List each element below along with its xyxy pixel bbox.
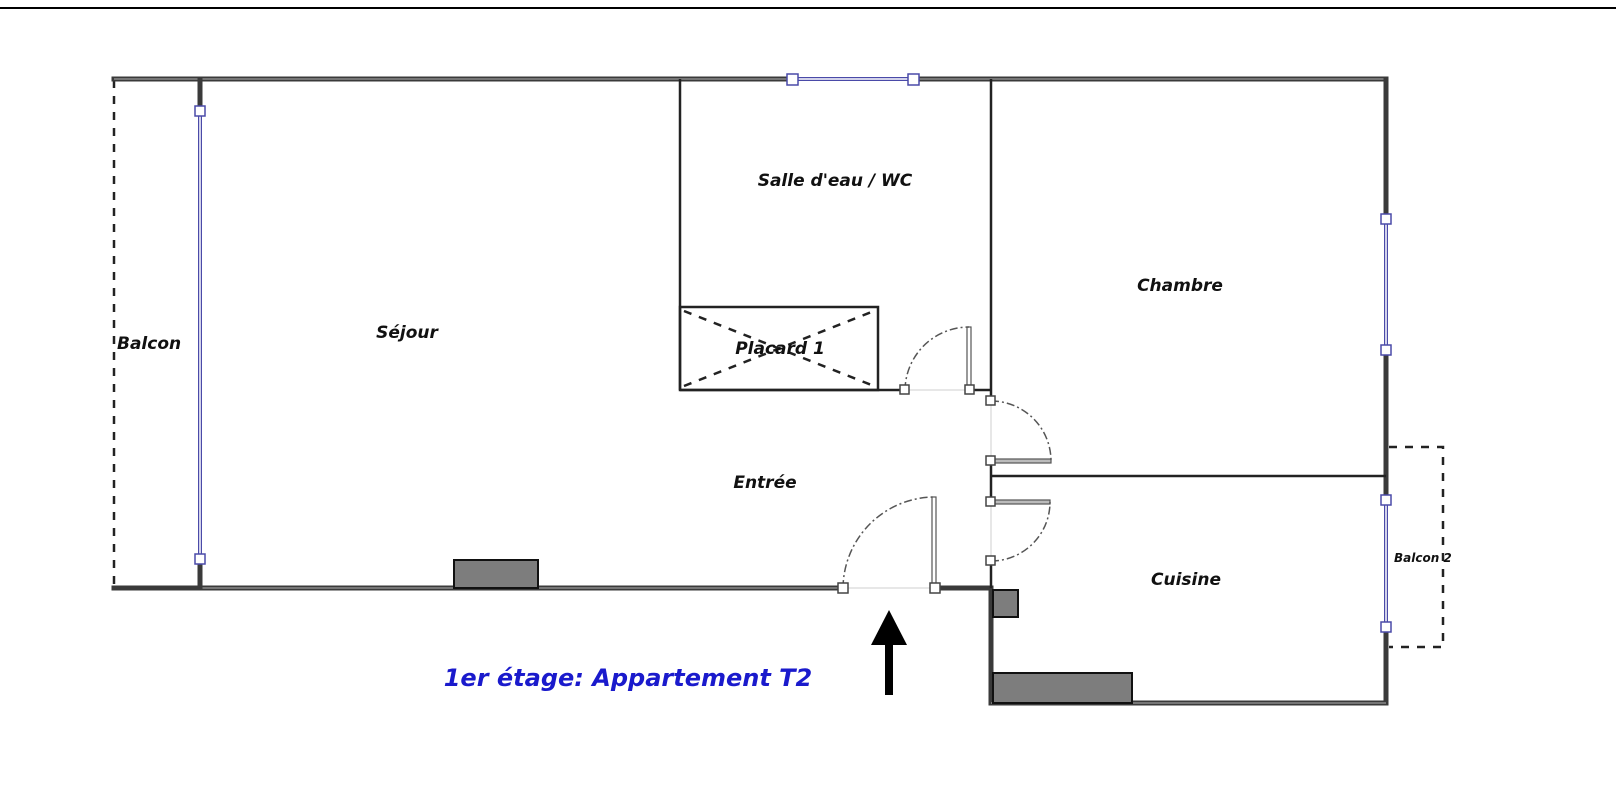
- label-balcon: Balcon: [117, 334, 181, 354]
- door-salle-eau: [899, 326, 975, 395]
- label-salle-eau: Salle d'eau / WC: [758, 171, 913, 191]
- entrance-arrow-icon: [871, 610, 907, 695]
- label-cuisine: Cuisine: [1151, 570, 1221, 590]
- window-chambre: [1380, 213, 1392, 356]
- label-sejour: Séjour: [376, 323, 439, 343]
- window-salle-eau: [786, 73, 920, 86]
- top-border-line: [0, 7, 1616, 9]
- door-cuisine: [985, 496, 1051, 566]
- window-cuisine: [1380, 494, 1392, 633]
- door-chambre: [985, 395, 1052, 466]
- label-placard: Placard 1: [735, 339, 825, 359]
- interior-partitions: [678, 79, 1386, 588]
- door-entrance: [837, 496, 941, 594]
- radiators: [453, 559, 1133, 704]
- plan-title: 1er étage: Appartement T2: [444, 664, 813, 692]
- radiator-sejour: [453, 559, 539, 589]
- label-entree: Entrée: [733, 473, 796, 493]
- placard-closet: [678, 305, 880, 392]
- label-chambre: Chambre: [1137, 276, 1223, 296]
- radiator-entree: [992, 589, 1019, 618]
- label-balcon-2: Balcon 2: [1394, 551, 1452, 565]
- window-sejour: [194, 105, 206, 565]
- radiator-cuisine: [992, 672, 1133, 704]
- balcony-2-outline: [1389, 445, 1445, 649]
